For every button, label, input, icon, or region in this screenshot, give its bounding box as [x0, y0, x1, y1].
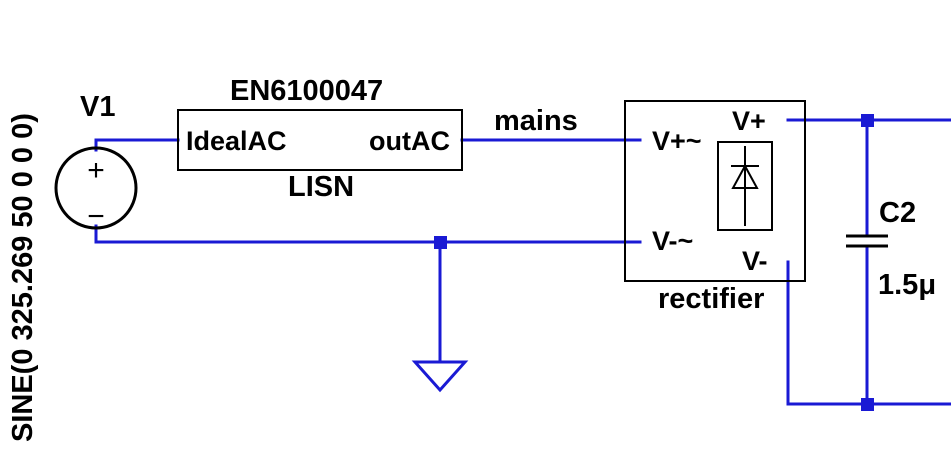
rectifier-pin-dc-neg: V- [742, 246, 768, 276]
junction-vminus [861, 398, 874, 411]
lisn-box [177, 109, 463, 171]
wire-vminus[interactable] [786, 260, 951, 406]
net-label-mains: mains [494, 105, 578, 137]
rectifier-pin-dc-pos: V+ [732, 106, 766, 136]
junction-vplus [861, 114, 874, 127]
source-plus: + [87, 154, 105, 187]
source-name: V1 [80, 91, 115, 123]
ground-icon [411, 360, 469, 393]
rectifier-diode-box [717, 141, 773, 231]
lisn-block[interactable]: IdealAC outAC [177, 109, 463, 171]
wire-v1-bottom[interactable] [94, 224, 642, 244]
lisn-pin-out: outAC [369, 126, 450, 156]
rectifier-block[interactable]: V+~ V-~ V+ V- [624, 100, 806, 282]
junction-ground [434, 236, 447, 249]
rectifier-pin-ac-neg: V-~ [652, 226, 693, 256]
capacitor-c2[interactable] [846, 234, 888, 248]
source-circle [54, 146, 138, 230]
voltage-source-v1[interactable]: + − [54, 146, 138, 233]
lisn-model: EN6100047 [230, 75, 383, 107]
lisn-pin-in: IdealAC [186, 126, 287, 156]
source-value: SINE(0 325.269 50 0 0 0) [7, 113, 39, 442]
source-minus: − [87, 200, 105, 233]
lisn-name: LISN [288, 171, 354, 203]
capacitor-value: 1.5μ [878, 269, 936, 301]
rectifier-box [624, 100, 806, 282]
wires [94, 118, 951, 406]
rectifier-pin-ac-pos: V+~ [652, 126, 702, 156]
diode-icon [731, 146, 759, 226]
rectifier-name: rectifier [658, 283, 764, 315]
capacitor-name: C2 [879, 197, 916, 229]
